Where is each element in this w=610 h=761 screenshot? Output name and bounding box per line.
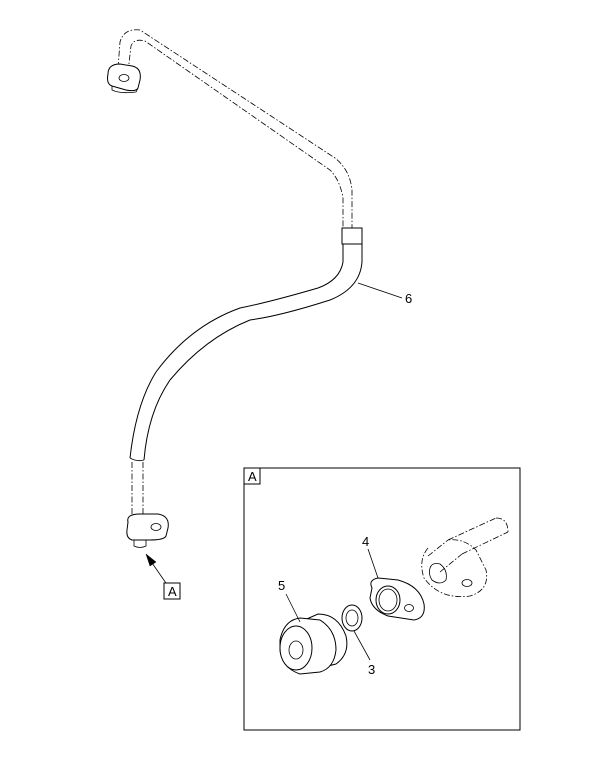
- o-ring-item-3: [341, 604, 363, 632]
- lower-flange: [126, 513, 169, 548]
- detail-view-label: A: [248, 469, 257, 484]
- leader-item-5: [285, 593, 301, 623]
- leader-item-4: [367, 548, 379, 579]
- cap-item-5: [279, 613, 348, 675]
- view-arrow-a: [145, 553, 169, 587]
- pipe-sleeve: [341, 227, 363, 245]
- phantom-pipe-lower: [126, 462, 169, 548]
- callout-item-6: 6: [405, 291, 412, 306]
- detail-pipe: [421, 517, 509, 597]
- callout-item-5: 5: [278, 578, 285, 593]
- upper-flange: [107, 63, 141, 94]
- detail-view-a: A 4 3: [243, 467, 521, 731]
- callout-item-3: 3: [368, 662, 375, 677]
- callout-item-4: 4: [362, 534, 369, 549]
- pipe-assembly: [129, 227, 363, 462]
- leader-item-6: [357, 282, 403, 299]
- view-ref-box: A: [163, 582, 181, 600]
- gasket-item-4: [369, 577, 425, 621]
- phantom-pipe-upper: [107, 29, 353, 228]
- leader-item-3: [353, 630, 371, 661]
- view-ref-label: A: [168, 584, 177, 599]
